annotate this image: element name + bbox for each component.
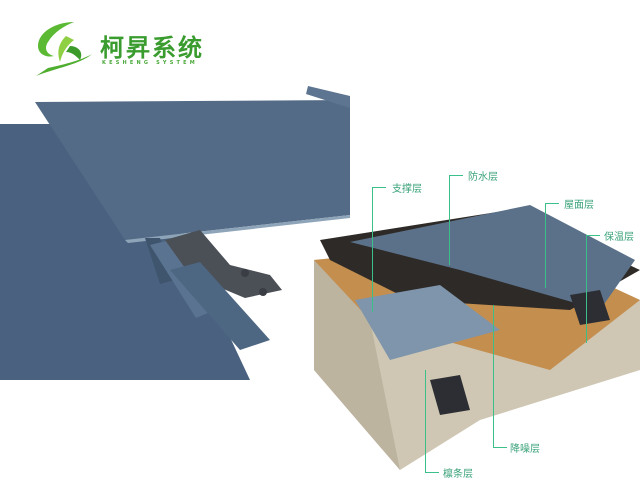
panel-closeup-illustration bbox=[0, 86, 350, 380]
label-waterproof-layer: 防水层 bbox=[468, 172, 498, 183]
label-noise-layer: 降噪层 bbox=[510, 444, 540, 455]
label-roof-layer: 屋面层 bbox=[564, 200, 594, 211]
brand-name: 柯昇系统 bbox=[100, 34, 204, 62]
label-purlin-layer: 檩条层 bbox=[443, 469, 473, 480]
leader-roof-h bbox=[545, 203, 559, 204]
leader-noise-h bbox=[493, 447, 507, 448]
leader-purlin-h bbox=[425, 472, 439, 473]
label-support-layer: 支撑层 bbox=[392, 184, 422, 195]
leader-waterproof-h bbox=[449, 175, 463, 176]
leader-noise-v bbox=[493, 305, 494, 447]
roof-layers-illustration bbox=[314, 205, 640, 470]
leader-purlin-v bbox=[425, 370, 426, 472]
leader-support-v bbox=[372, 187, 373, 312]
leader-roof-v bbox=[545, 203, 546, 288]
leader-waterproof-v bbox=[449, 175, 450, 265]
leader-support-h bbox=[372, 187, 386, 188]
logo: 柯昇系统 KESHENG SYSTEM bbox=[26, 18, 226, 78]
logo-mark-icon bbox=[36, 22, 92, 76]
leader-insulation-h bbox=[586, 235, 600, 236]
label-insulation-layer: 保温层 bbox=[604, 232, 634, 243]
leader-insulation-v bbox=[586, 235, 587, 343]
brand-subtitle: KESHENG SYSTEM bbox=[102, 60, 198, 66]
